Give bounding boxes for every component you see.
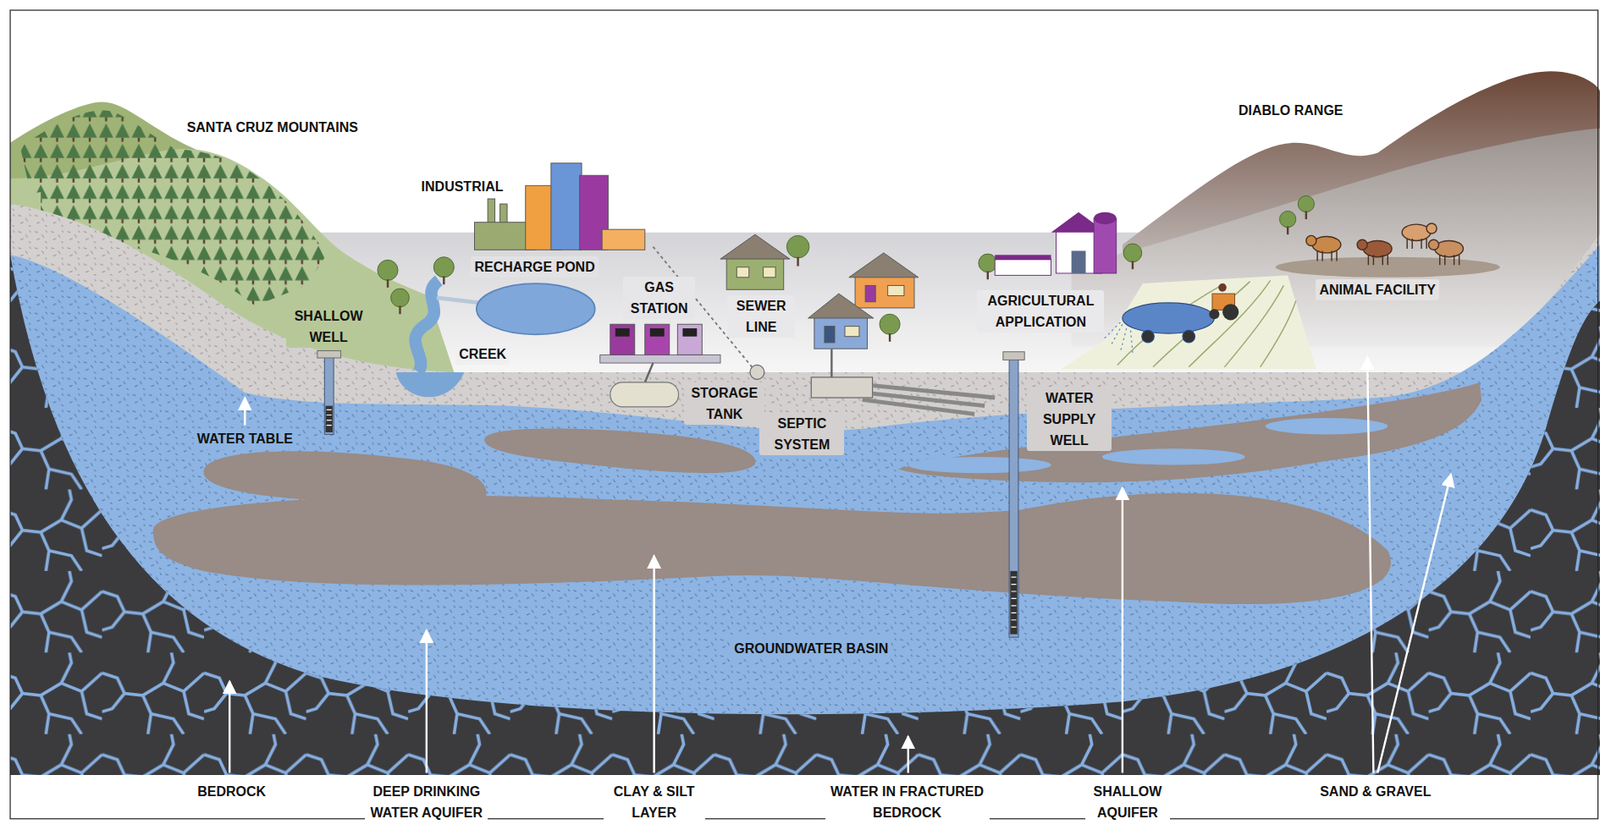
part-label: GAS STATION [623,276,696,320]
part-label: SEWER LINE [727,295,795,338]
part-label: INDUSTRIAL [418,176,508,198]
part-label: RECHARGE POND [470,256,598,278]
part-label: CREEK [455,343,510,365]
part-label: WATER SUPPLY WELL [1026,387,1112,452]
part-label: SAND & GRAVEL [1316,781,1435,803]
part-label: GROUNDWATER BASIN [730,638,892,660]
part-label: DIABLO RANGE [1235,99,1347,122]
part-label: SANTA CRUZ MOUNTAINS [183,116,362,138]
part-label: DEEP DRINKING WATER AQUIFER [364,781,488,824]
part-label: BEDROCK [193,781,270,803]
part-label: STORAGE TANK [684,382,765,425]
part-label: AGRICULTURAL APPLICATION [976,290,1104,333]
part-label: WATER IN FRACTURED BEDROCK [825,781,990,824]
part-label: CLAY & SILT LAYER [603,781,706,824]
part-label: SHALLOW AQUIFER [1085,781,1170,824]
part-label: SHALLOW WELL [286,305,371,348]
part-label: ANIMAL FACILITY [1315,279,1439,301]
part-label: SEPTIC SYSTEM [759,413,845,456]
part-label: WATER TABLE [193,428,297,450]
